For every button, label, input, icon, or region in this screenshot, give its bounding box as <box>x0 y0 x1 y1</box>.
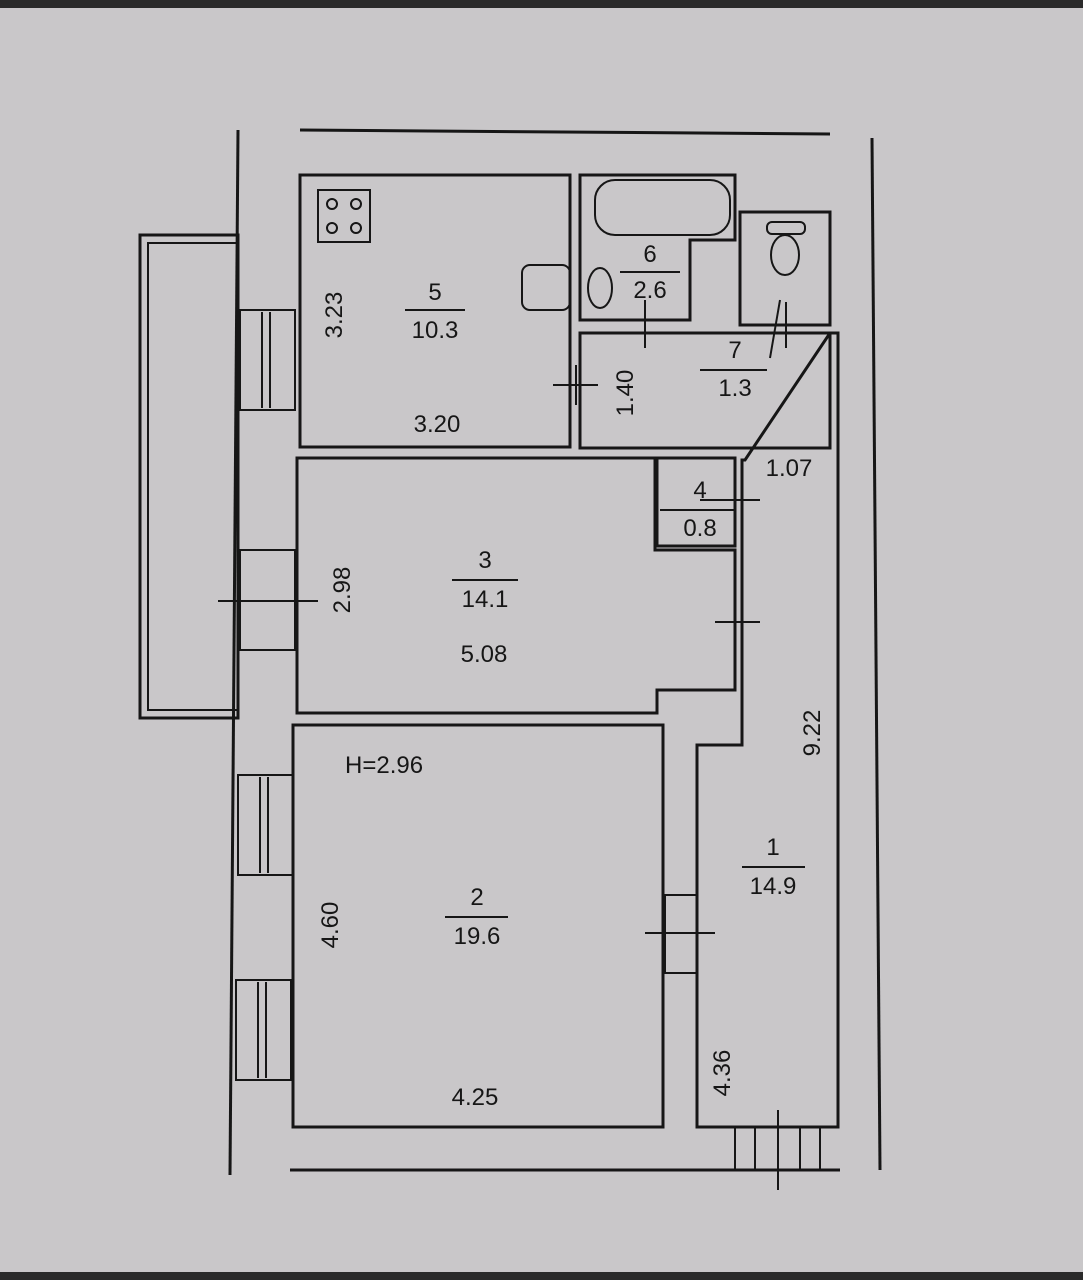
room-6-bathroom <box>578 173 737 322</box>
room-4-area: 0.8 <box>683 515 716 542</box>
room-5-area: 10.3 <box>412 317 459 344</box>
ceiling-height: H=2.96 <box>345 752 423 779</box>
room-5-number: 5 <box>428 279 441 306</box>
room-1-hall <box>695 331 840 1129</box>
room-3 <box>295 456 737 715</box>
stove-icon <box>317 189 371 243</box>
corridor-7 <box>578 331 832 450</box>
dim-corridor-width: 1.07 <box>766 455 813 482</box>
outer-walls <box>228 128 882 1176</box>
balcony <box>138 233 240 720</box>
room-6-number: 6 <box>643 241 656 268</box>
dim-kitchen-width: 3.20 <box>414 411 461 438</box>
room-4-closet <box>655 456 737 548</box>
bottom-edge <box>0 1272 1083 1280</box>
room-4-number: 4 <box>693 477 706 504</box>
room-2 <box>291 723 665 1129</box>
dim-kitchen-height: 3.23 <box>321 292 348 339</box>
room-1-area: 14.9 <box>750 873 797 900</box>
dim-room2-height: 4.60 <box>317 902 344 949</box>
top-edge <box>0 0 1083 8</box>
room-2-area: 19.6 <box>454 923 501 950</box>
dimension-ticks <box>218 299 787 1190</box>
dim-room2-width: 4.25 <box>452 1084 499 1111</box>
dim-room3-height: 2.98 <box>329 567 356 614</box>
room-7-number: 7 <box>728 337 741 364</box>
room-1-number: 1 <box>766 834 779 861</box>
sink-icon <box>521 264 613 311</box>
room-3-number: 3 <box>478 547 491 574</box>
dim-hall-length: 9.22 <box>799 710 826 757</box>
dim-corridor7-height: 1.40 <box>612 370 639 417</box>
bathtub-icon <box>594 179 731 236</box>
dim-hall-lower: 4.36 <box>709 1050 736 1097</box>
room-6-area: 2.6 <box>633 277 666 304</box>
room-2-number: 2 <box>470 884 483 911</box>
toilet-icon <box>766 221 806 276</box>
windows <box>235 309 821 1171</box>
room-7-area: 1.3 <box>718 375 751 402</box>
room-3-area: 14.1 <box>462 586 509 613</box>
room-5-kitchen <box>298 173 572 449</box>
dim-room3-width: 5.08 <box>461 641 508 668</box>
